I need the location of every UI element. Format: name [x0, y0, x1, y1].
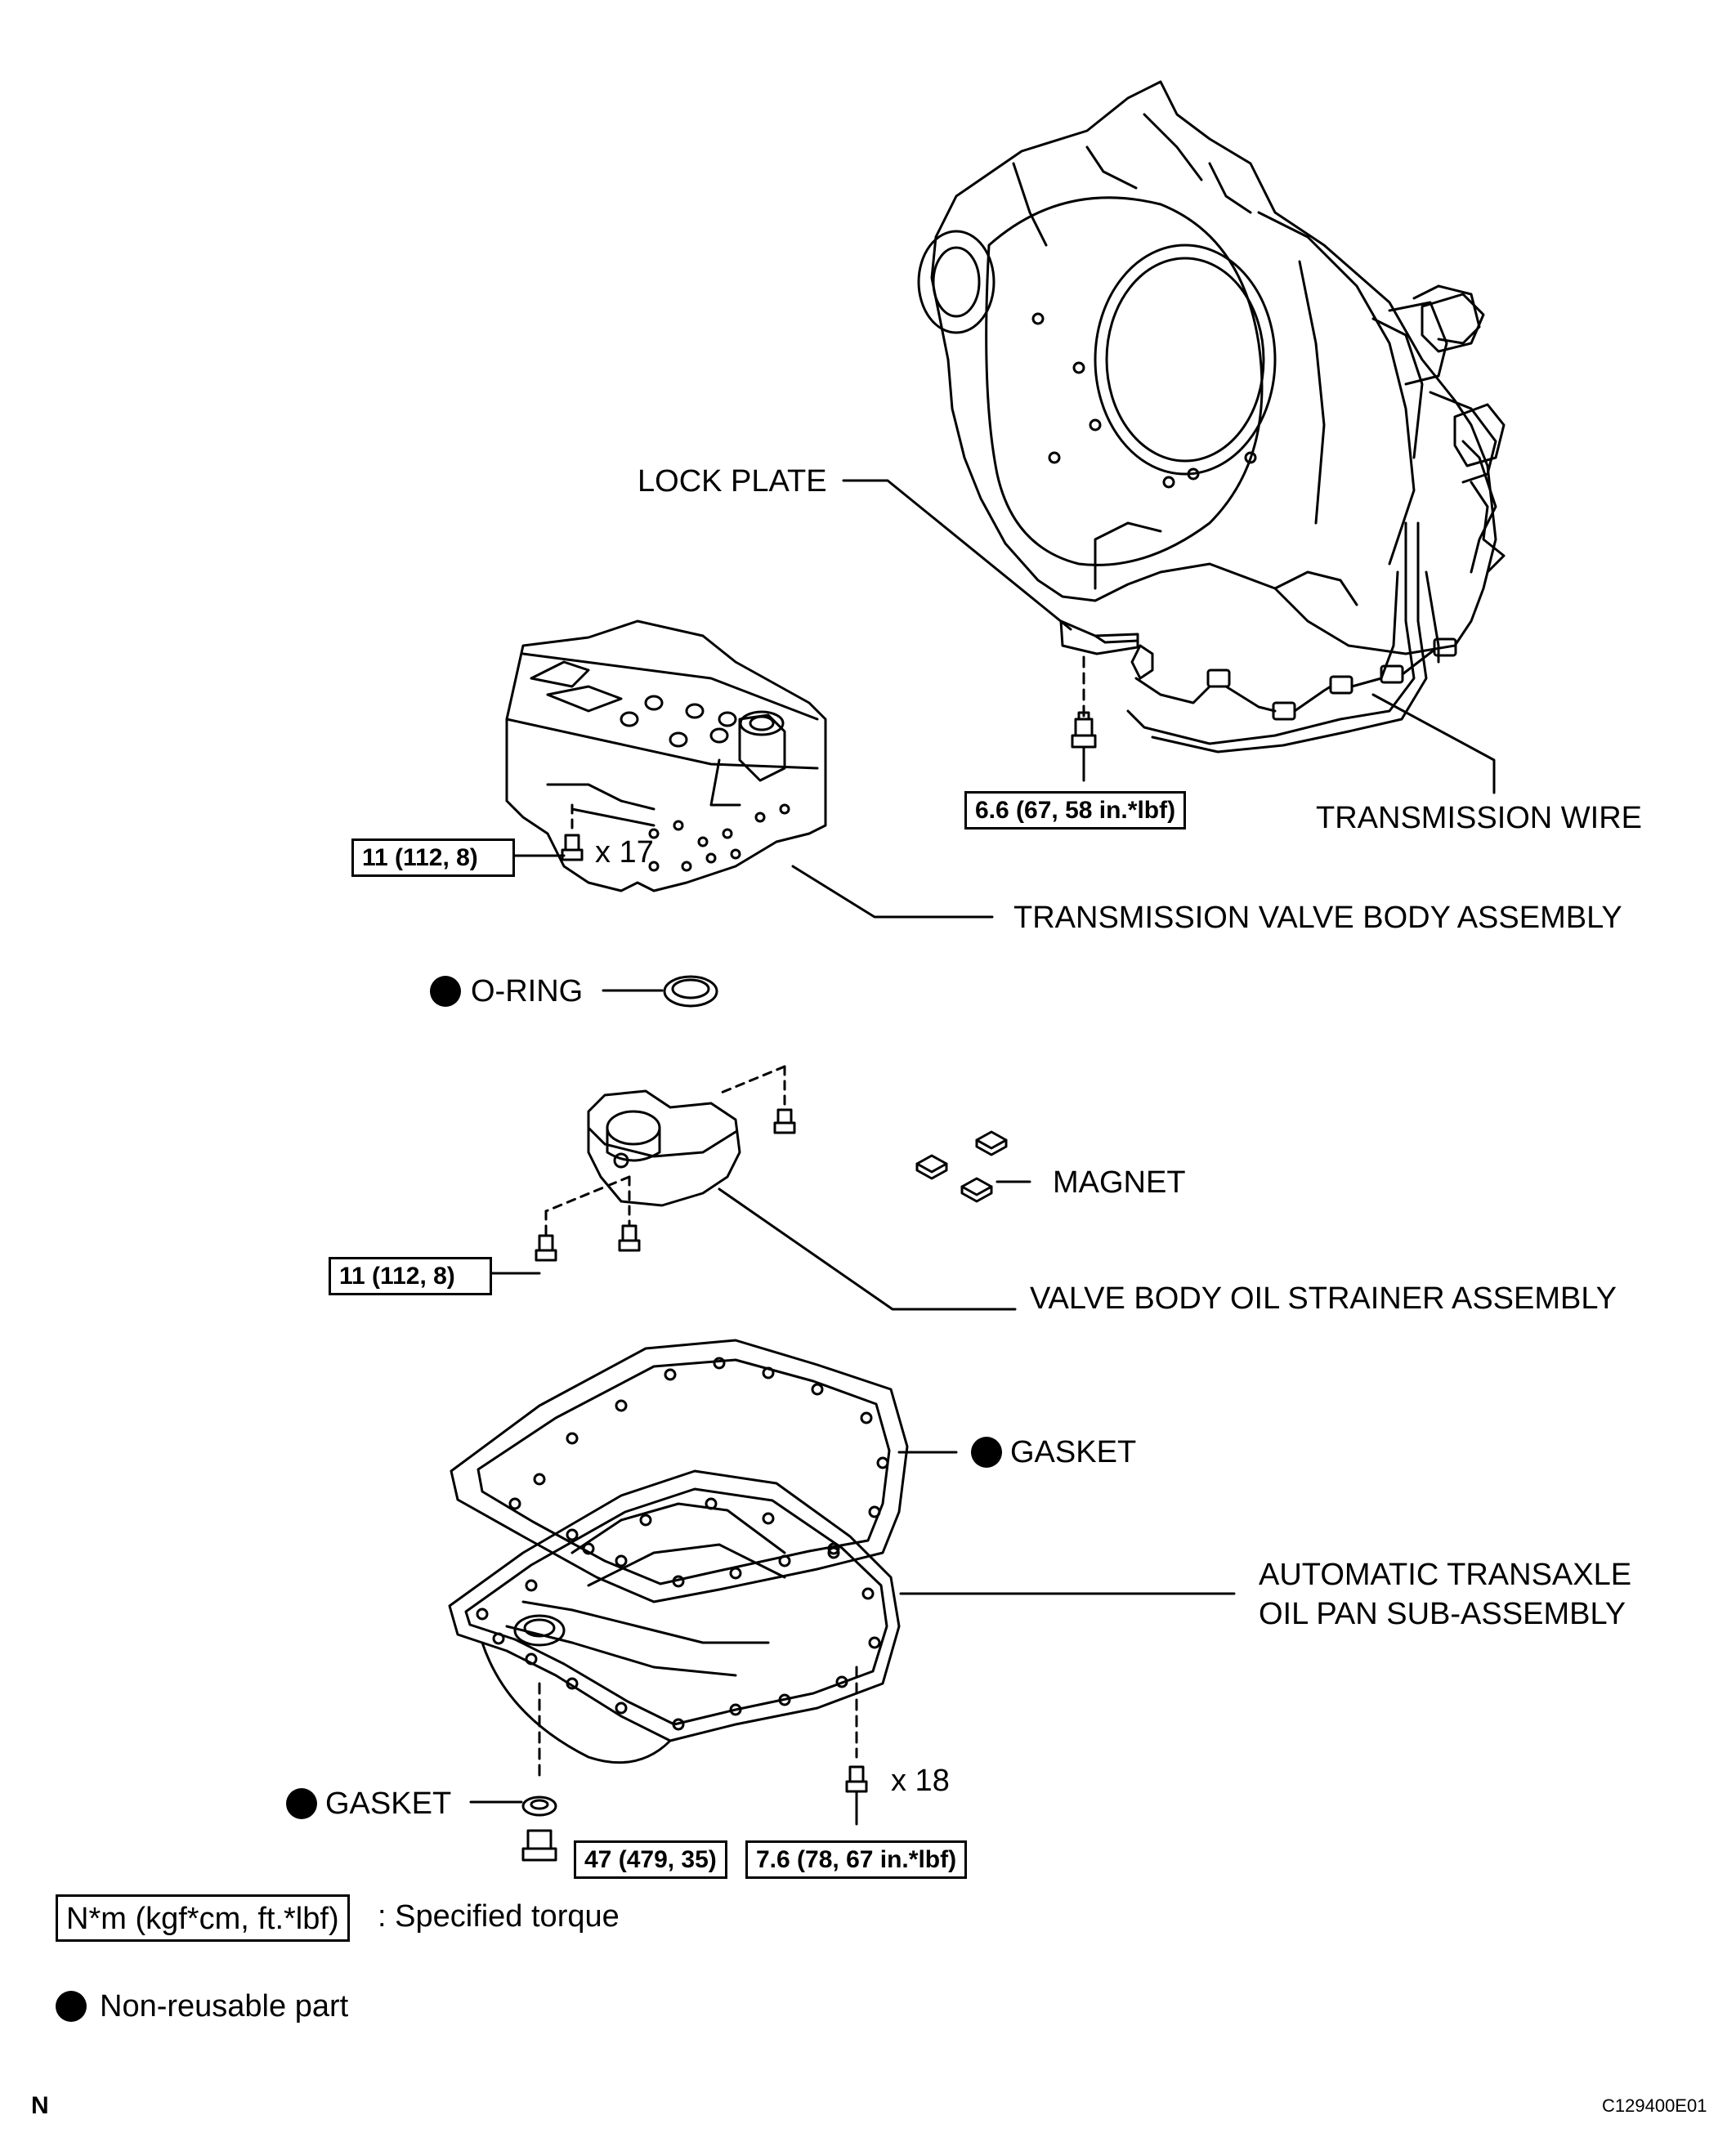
legend-torque-unit-box: N*m (kgf*cm, ft.*lbf): [56, 1894, 350, 1942]
legend-non-reusable: Non-reusable part: [100, 1989, 349, 2023]
label-transmission-wire: TRANSMISSION WIRE: [1316, 801, 1643, 835]
oil-strainer-part: [535, 1065, 796, 1262]
non-reusable-icon: [430, 976, 461, 1007]
legend-torque-desc: : Specified torque: [378, 1899, 620, 1934]
label-oil-strainer: VALVE BODY OIL STRAINER ASSEMBLY: [1030, 1281, 1617, 1316]
torque-drain-plug: 47 (479, 35): [574, 1840, 727, 1879]
valve-body-part: [505, 619, 827, 892]
o-ring-part: [663, 975, 718, 1008]
lock-plate-part: [1059, 619, 1139, 749]
figure-code: C129400E01: [1602, 2095, 1707, 2116]
non-reusable-icon: [286, 1788, 317, 1819]
label-magnet: MAGNET: [1053, 1165, 1186, 1200]
torque-oil-pan-bolt: 7.6 (78, 67 in.*lbf): [745, 1840, 968, 1879]
quantity-oil-pan-bolts: x 18: [891, 1764, 950, 1798]
orientation-mark: N: [31, 2092, 49, 2119]
torque-valve-body-bolt: 11 (112, 8): [351, 838, 515, 877]
oil-pan-gasket-part: [450, 1339, 909, 1603]
label-valve-body-assembly: TRANSMISSION VALVE BODY ASSEMBLY: [1013, 901, 1622, 935]
transmission-housing: [917, 80, 1506, 754]
oil-pan-part: [448, 1469, 901, 1862]
label-o-ring: O-RING: [471, 974, 584, 1008]
magnets-part: [915, 1130, 1008, 1203]
leader-lines: [469, 479, 1496, 1826]
torque-lock-plate-bolt: 6.6 (67, 58 in.*lbf): [964, 791, 1187, 830]
label-oil-pan-line2: OIL PAN SUB-ASSEMBLY: [1259, 1597, 1626, 1631]
label-gasket-drain: GASKET: [325, 1786, 452, 1821]
quantity-valve-body-bolts: x 17: [595, 835, 654, 870]
label-oil-pan-line1: AUTOMATIC TRANSAXLE: [1259, 1558, 1632, 1592]
label-gasket-pan: GASKET: [1010, 1435, 1137, 1469]
label-lock-plate: LOCK PLATE: [638, 464, 827, 499]
torque-strainer-bolt: 11 (112, 8): [329, 1257, 492, 1295]
non-reusable-icon: [56, 1991, 87, 2022]
non-reusable-icon: [971, 1437, 1002, 1468]
